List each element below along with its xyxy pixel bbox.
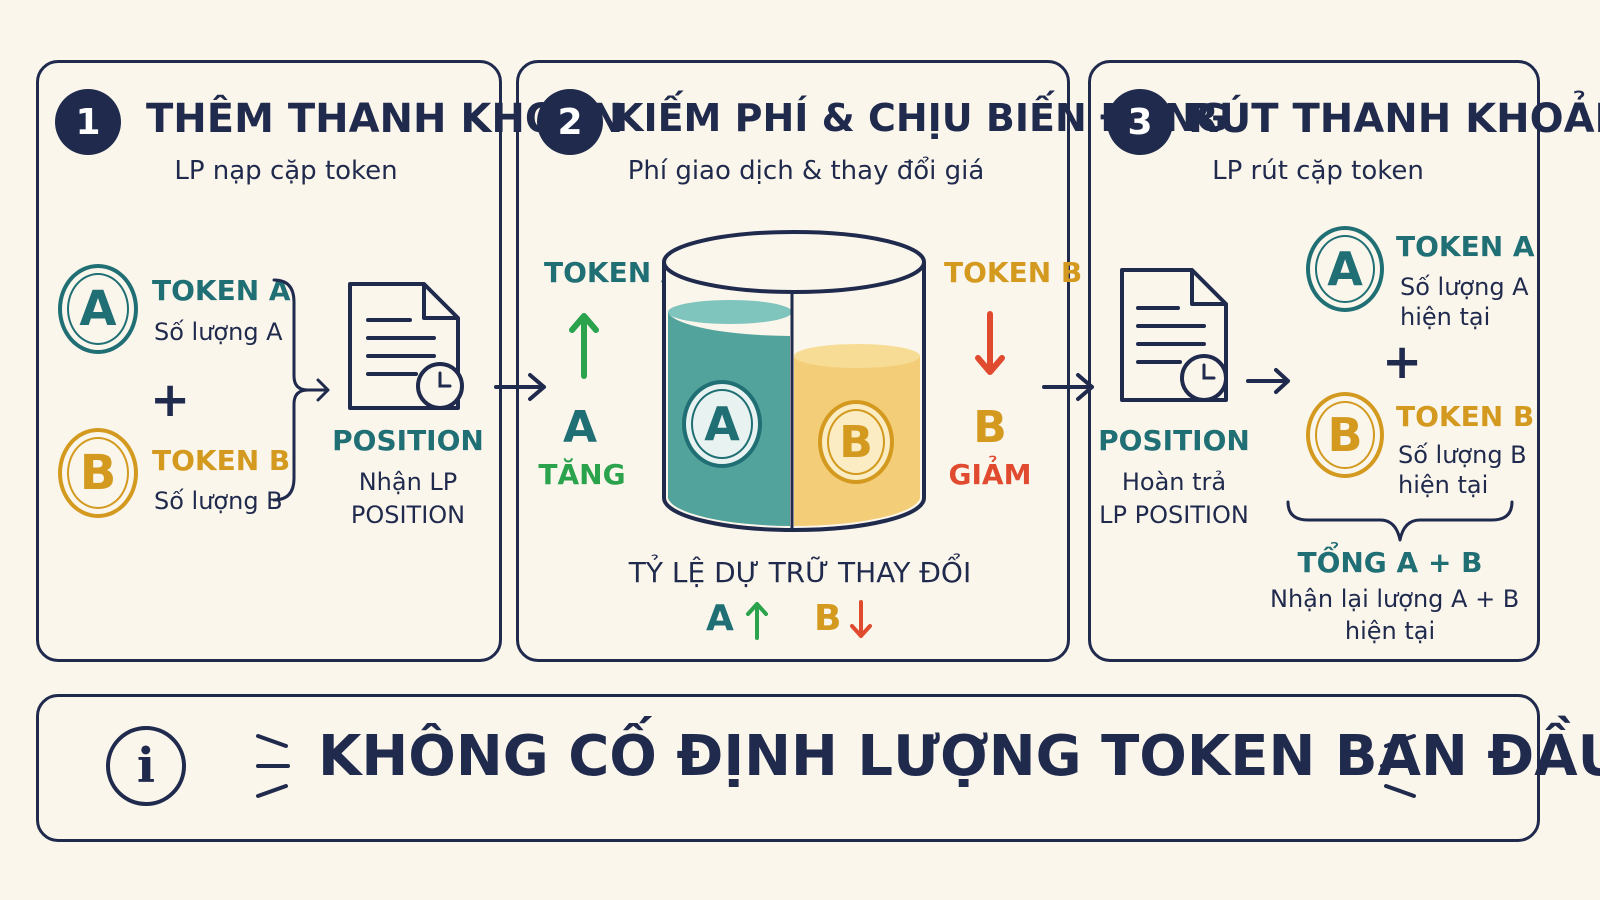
current-token-a-line2: hiện tại (1400, 303, 1491, 331)
plus-sign: + (1382, 334, 1423, 390)
token-b-decrease: GIẢM (948, 458, 1032, 491)
token-a-amount: Số lượng A (154, 318, 283, 346)
token-a-label: TOKEN A (152, 274, 291, 307)
bracket-icon (272, 278, 330, 502)
position-label: POSITION (332, 424, 484, 457)
step-3-subtitle: LP rút cặp token (1212, 156, 1424, 186)
reserve-up-icon (746, 602, 768, 640)
arrow-right-icon (1246, 368, 1290, 394)
emphasis-lines-right-icon (1380, 734, 1416, 798)
token-b-coin: B (58, 428, 138, 518)
token-a-label-pool: TOKEN A (544, 256, 683, 289)
token-b-letter: B (973, 402, 1007, 453)
document-clock-icon (1120, 268, 1228, 402)
total-label: TỔNG A + B (1297, 546, 1483, 579)
reserve-ratio-caption: TỶ LỆ DỰ TRỮ THAY ĐỔI (628, 556, 972, 589)
current-token-b-line2: hiện tại (1398, 471, 1489, 499)
reserve-b-letter: B (814, 598, 842, 639)
reserve-a-letter: A (706, 598, 734, 639)
panel-earn-fees (516, 60, 1070, 662)
reserve-down-icon (850, 600, 872, 638)
current-token-a-line1: Số lượng A (1400, 273, 1529, 301)
step-3-title: RÚT THANH KHOẢN (1188, 96, 1600, 142)
current-token-b-coin: B (1306, 392, 1384, 478)
token-a-letter: A (562, 402, 598, 453)
emphasis-lines-left-icon (256, 734, 290, 798)
info-icon: i (106, 726, 186, 806)
arrow-up-icon (569, 313, 599, 379)
document-clock-icon (348, 282, 464, 410)
current-token-b-label: TOKEN B (1396, 400, 1535, 433)
token-a-increase: TĂNG (538, 458, 626, 491)
current-token-a-label: TOKEN A (1396, 230, 1535, 263)
plus-sign: + (150, 372, 191, 428)
note-banner (36, 694, 1540, 842)
panel-add-liquidity (36, 60, 502, 662)
step-3-badge: 3 (1110, 92, 1170, 152)
total-desc-line2: hiện tại (1344, 617, 1436, 645)
token-b-label-pool: TOKEN B (944, 256, 1083, 289)
total-desc-line1: Nhận lại lượng A + B (1270, 585, 1520, 613)
token-a-coin: A (58, 264, 138, 354)
current-token-b-line1: Số lượng B (1398, 441, 1527, 469)
token-b-label: TOKEN B (152, 444, 291, 477)
arrow-right-icon (494, 373, 546, 401)
arrow-right-icon (1042, 373, 1094, 401)
note-text: KHÔNG CỐ ĐỊNH LƯỢNG TOKEN BAN ĐẦU (318, 724, 1600, 789)
panel-withdraw-liquidity (1088, 60, 1540, 662)
step-1-badge: 1 (58, 92, 118, 152)
return-position-label: POSITION (1098, 424, 1250, 457)
position-desc-line1: Nhận LP (358, 468, 458, 496)
brace-icon (1286, 500, 1514, 542)
pool-token-a-coin: A (682, 380, 762, 468)
step-1-subtitle: LP nạp cặp token (174, 156, 398, 186)
liquidity-pool-cylinder (662, 230, 926, 532)
step-2-badge: 2 (540, 92, 600, 152)
step-2-subtitle: Phí giao dịch & thay đổi giá (627, 156, 985, 186)
arrow-down-icon (975, 311, 1005, 375)
return-position-line1: Hoàn trả (1121, 468, 1227, 496)
token-b-amount: Số lượng B (154, 487, 283, 515)
pool-token-b-coin: B (818, 400, 894, 484)
position-desc-line2: POSITION (350, 501, 466, 529)
return-position-line2: LP POSITION (1099, 501, 1249, 529)
current-token-a-coin: A (1306, 226, 1384, 312)
